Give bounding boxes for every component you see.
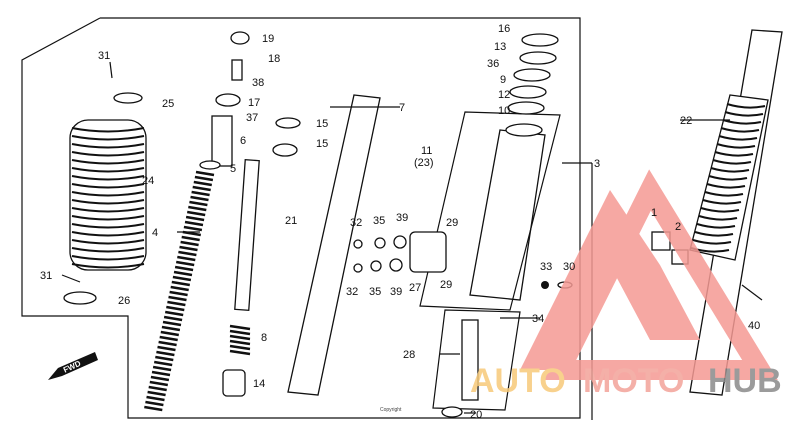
callout-11: 11 [421, 145, 432, 157]
callout-13: 13 [494, 41, 506, 53]
callout-36: 36 [487, 58, 499, 70]
fork-tube-7 [287, 94, 381, 396]
callout-34: 34 [532, 313, 544, 325]
callout-39b: 39 [390, 286, 402, 298]
callout-10: 10 [498, 105, 510, 117]
nut-32b [353, 263, 363, 273]
callout-32b: 32 [346, 286, 358, 298]
callout-3: 3 [594, 158, 600, 170]
dust-boot-left [69, 119, 147, 271]
fwd-arrow-icon [48, 352, 98, 380]
washer-5 [199, 160, 221, 170]
callout-39a: 39 [396, 212, 408, 224]
callout-2: 2 [675, 221, 681, 233]
callout-15b: 15 [316, 138, 328, 150]
callout-5: 5 [230, 163, 236, 175]
copyright-text: Copyright [380, 407, 402, 413]
fwd-label: FWD [62, 359, 83, 375]
bolt-33 [541, 281, 549, 289]
nut-32a [353, 239, 363, 249]
clamp-25 [113, 92, 143, 104]
callout-31b: 31 [40, 270, 52, 282]
clamp-26 [63, 291, 97, 305]
callout-26: 26 [118, 295, 130, 307]
callout-14: 14 [253, 378, 265, 390]
seal-stack [505, 33, 559, 137]
callout-17: 17 [248, 97, 260, 109]
callout-35a: 35 [373, 215, 385, 227]
callout-23: (23) [414, 157, 434, 169]
watermark-hub: HUB [708, 362, 782, 400]
callout-1: 1 [651, 207, 657, 219]
callout-6: 6 [240, 135, 246, 147]
callout-40: 40 [748, 320, 760, 332]
callout-24: 24 [142, 175, 154, 187]
callout-32a: 32 [350, 217, 362, 229]
callout-12: 12 [498, 89, 510, 101]
damper-28 [461, 319, 479, 401]
ring-15a [275, 117, 301, 129]
watermark-auto: AUTO [470, 362, 566, 400]
cap-19 [230, 31, 250, 45]
ring-15b [272, 143, 298, 157]
washer-39b [389, 258, 403, 272]
watermark-logo: AUTO MOTO HUB [470, 169, 782, 400]
callout-25: 25 [162, 98, 174, 110]
fork-spring [144, 170, 215, 412]
screw-31 [109, 61, 113, 79]
callout-27: 27 [409, 282, 421, 294]
ring-17 [215, 93, 241, 107]
frame-outline [21, 17, 581, 419]
axle-holder-27 [409, 231, 447, 273]
callout-30: 30 [563, 261, 575, 273]
callout-20: 20 [470, 409, 482, 421]
callout-38: 38 [252, 77, 264, 89]
callout-29a: 29 [446, 217, 458, 229]
screw-31b [61, 274, 81, 283]
callout-19: 19 [262, 33, 274, 45]
callout-18: 18 [268, 53, 280, 65]
callout-37: 37 [246, 112, 258, 124]
bolt-20 [441, 406, 463, 418]
group-box-28 [432, 309, 521, 411]
washer-39a [393, 235, 407, 249]
callout-15a: 15 [316, 118, 328, 130]
callout-9: 9 [500, 74, 506, 86]
callout-8: 8 [261, 332, 267, 344]
callout-35b: 35 [369, 286, 381, 298]
callout-31a: 31 [98, 50, 110, 62]
callout-21: 21 [285, 215, 297, 227]
spacer-6 [211, 115, 233, 167]
washer-35b [370, 260, 382, 272]
callout-4: 4 [152, 227, 158, 239]
piece-14 [222, 369, 246, 397]
callout-33: 33 [540, 261, 552, 273]
damper-rod-21 [234, 159, 260, 311]
callout-7: 7 [399, 102, 405, 114]
callout-28: 28 [403, 349, 415, 361]
washer-35a [374, 237, 386, 249]
callout-22: 22 [680, 115, 692, 127]
bolt-38 [231, 59, 243, 81]
callout-16: 16 [498, 23, 510, 35]
bolt-40 [741, 284, 763, 301]
rebound-spring [229, 324, 251, 356]
watermark-moto: MOTO [583, 362, 684, 400]
callout-29b: 29 [440, 279, 452, 291]
